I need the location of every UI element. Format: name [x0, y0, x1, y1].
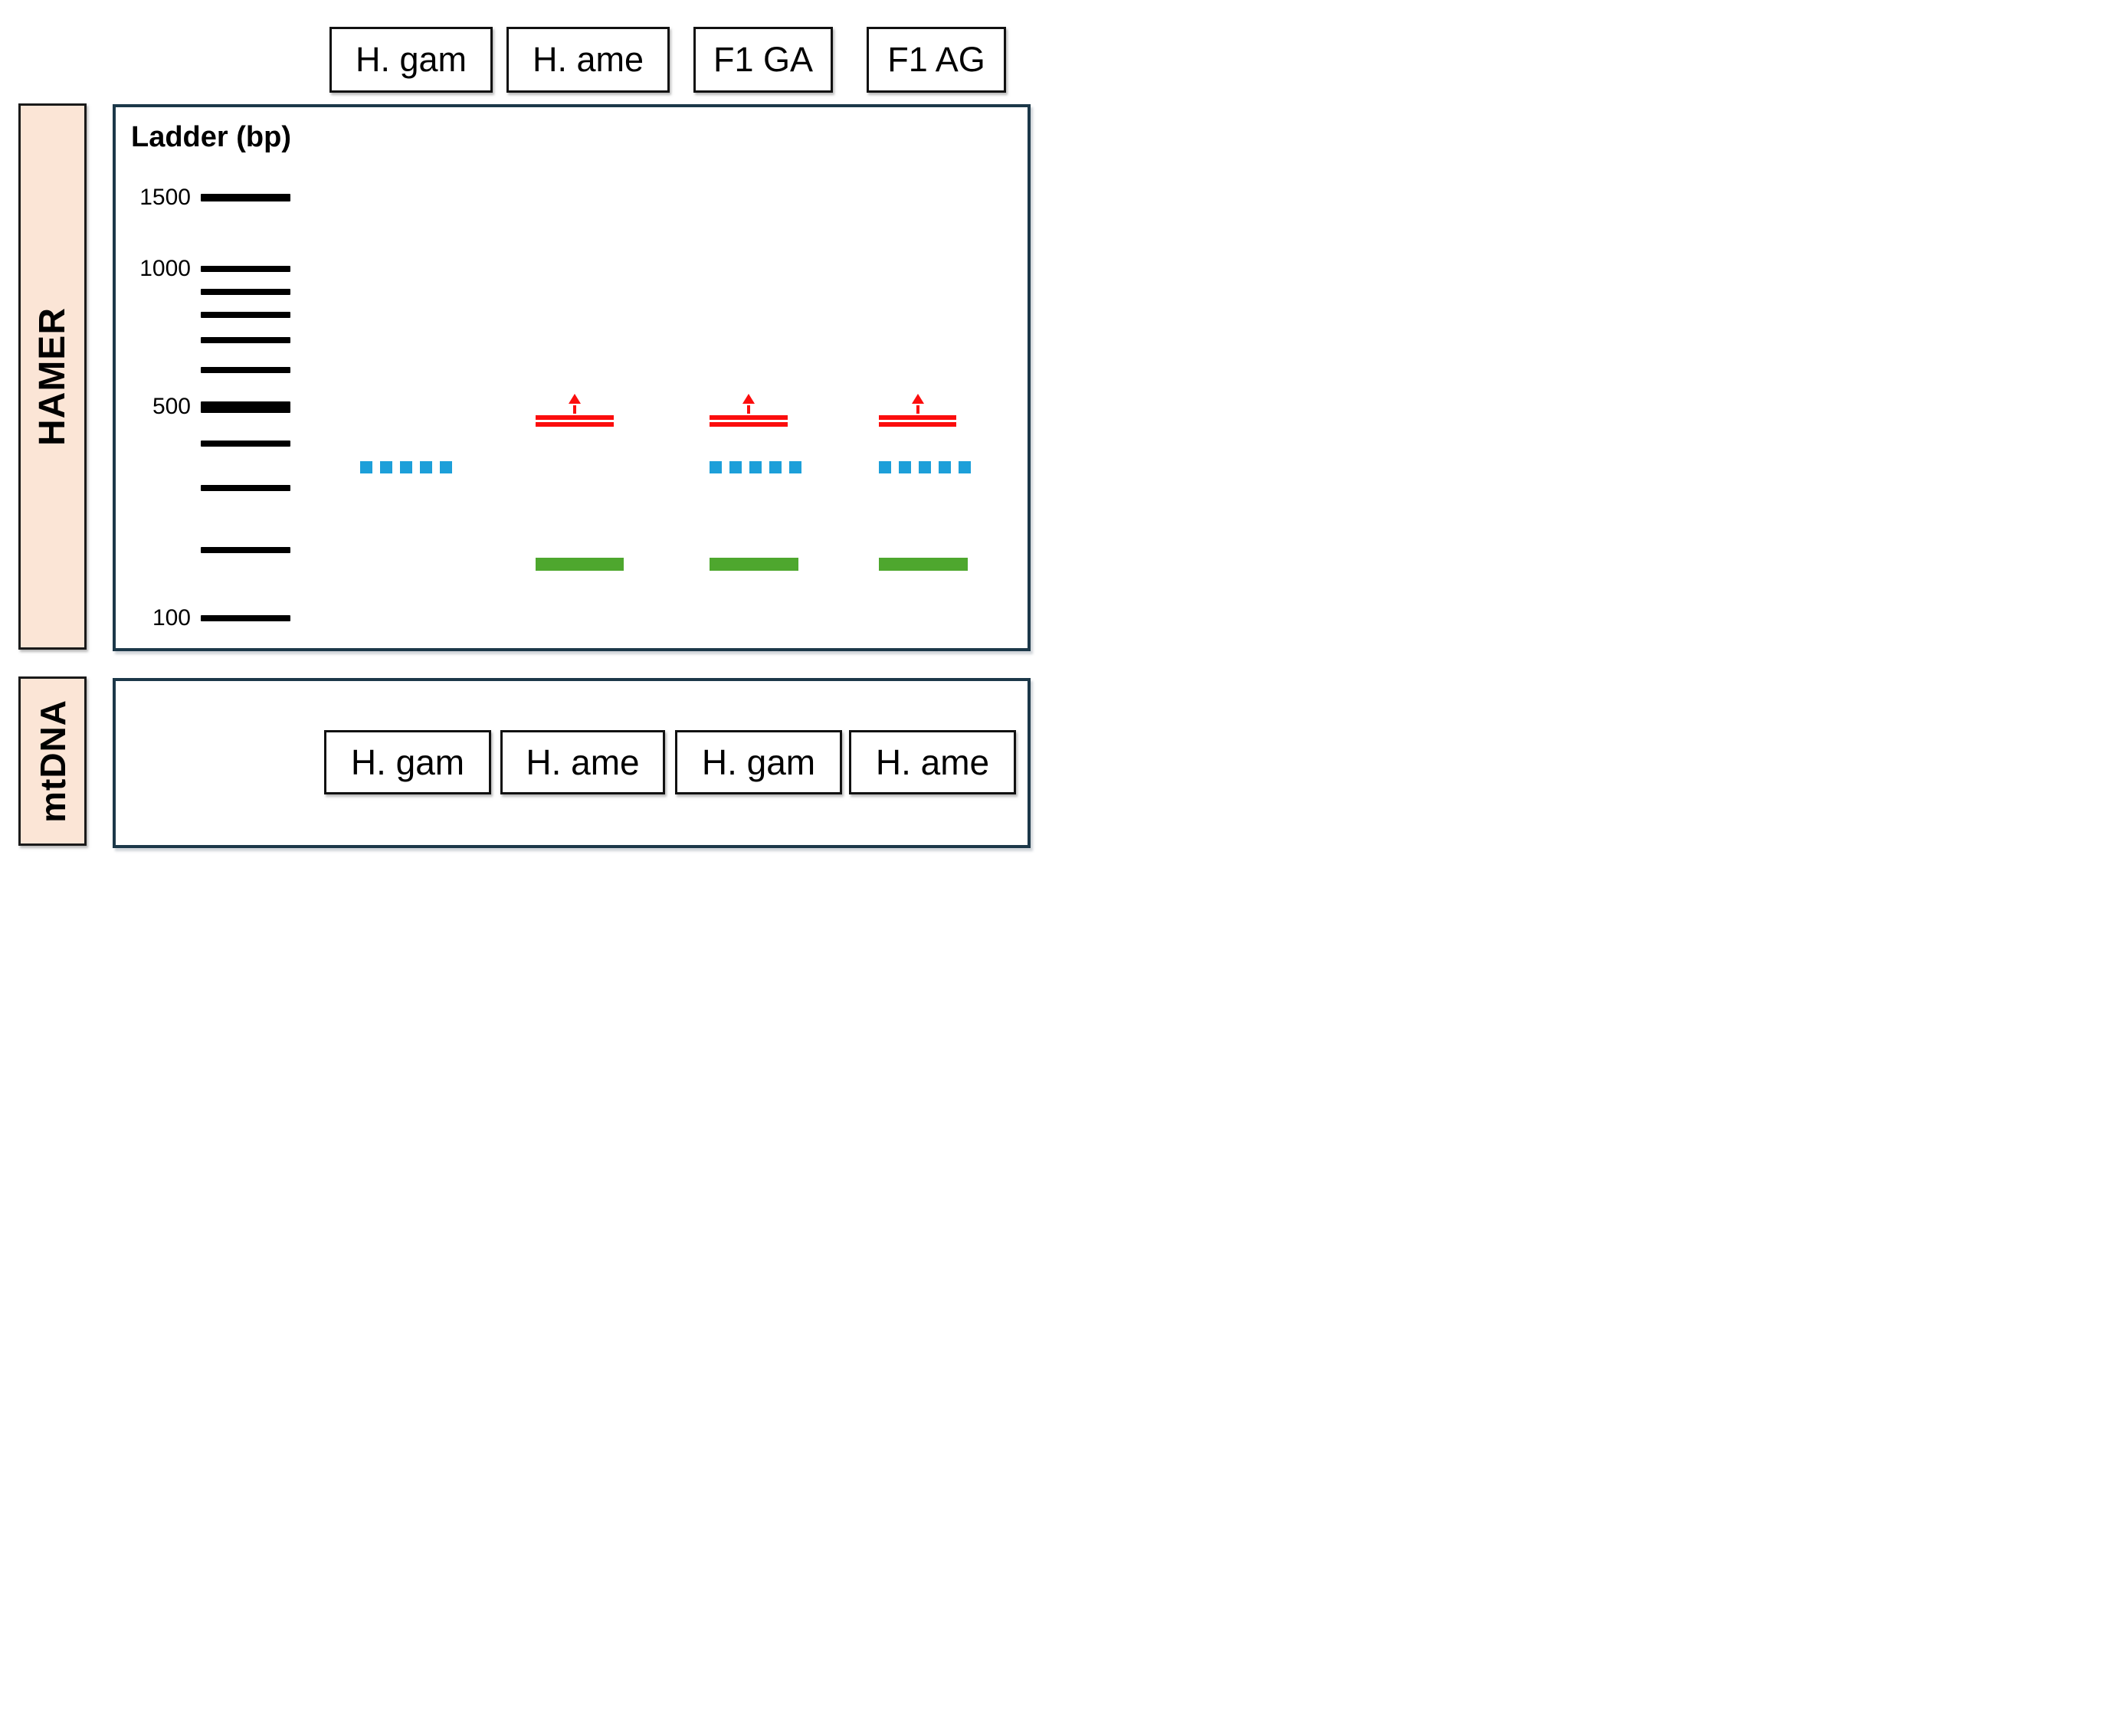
arrow-stem [916, 405, 919, 414]
blue-dash [420, 461, 432, 473]
ladder-size-label: 500 [152, 394, 191, 419]
mtdna-lane-label: H. gam [324, 730, 491, 794]
blue-dash [749, 461, 762, 473]
ladder-size-label: 1000 [139, 256, 191, 281]
red-double-band [536, 394, 614, 427]
ladder-band [201, 367, 290, 373]
blue-dash [879, 461, 891, 473]
blue-dash [380, 461, 392, 473]
blue-dash [400, 461, 412, 473]
arrow-head [742, 394, 755, 404]
red-double-band [879, 394, 956, 427]
top-lane-label: H. ame [506, 27, 670, 93]
mtdna-row-label: mtDNA [18, 676, 87, 846]
red-band-line [536, 415, 614, 420]
red-double-band [710, 394, 788, 427]
ladder-band [201, 337, 290, 343]
mtdna-lane-label: H. ame [849, 730, 1016, 794]
red-band-line [879, 422, 956, 427]
blue-dash [959, 461, 971, 473]
ladder-title: Ladder (bp) [131, 121, 291, 153]
green-solid-band [536, 558, 624, 571]
up-arrow-icon [911, 394, 924, 414]
blue-dash [769, 461, 782, 473]
blue-dash [899, 461, 911, 473]
blue-dash [939, 461, 951, 473]
ladder-band [201, 615, 290, 621]
green-solid-band [710, 558, 798, 571]
mtdna-row-label-text: mtDNA [32, 699, 73, 823]
red-band-line [879, 415, 956, 420]
blue-dash [919, 461, 931, 473]
blue-dash-row [360, 461, 452, 473]
ladder-band [201, 194, 290, 201]
red-band-line [710, 422, 788, 427]
mtdna-lane-label: H. ame [500, 730, 665, 794]
ladder-band [201, 312, 290, 318]
blue-dashed-band [879, 461, 971, 473]
mtdna-lane-label: H. gam [675, 730, 842, 794]
ladder-band [201, 289, 290, 295]
top-lane-label: H. gam [329, 27, 493, 93]
red-band-line [710, 415, 788, 420]
arrow-stem [747, 405, 750, 414]
blue-dash [360, 461, 372, 473]
hamer-panel: Ladder (bp) 1500 1000 500 100 [113, 104, 1031, 651]
up-arrow-icon [569, 394, 581, 414]
green-solid-band [879, 558, 968, 571]
arrow-head [911, 394, 924, 404]
ladder-size-label: 100 [152, 605, 191, 631]
arrow-stem [573, 405, 576, 414]
blue-dash [710, 461, 722, 473]
blue-dash [789, 461, 801, 473]
blue-dashed-band [710, 461, 801, 473]
blue-dash-row [710, 461, 801, 473]
ladder-band [201, 441, 290, 447]
ladder-size-label: 1500 [139, 185, 191, 210]
hamer-row-label-text: HAMER [32, 307, 73, 446]
up-arrow-icon [742, 394, 755, 414]
red-band-line [536, 422, 614, 427]
top-lane-label: F1 AG [867, 27, 1006, 93]
blue-dash [440, 461, 452, 473]
blue-dash [729, 461, 742, 473]
hamer-row-label: HAMER [18, 103, 87, 650]
arrow-head [569, 394, 581, 404]
blue-dashed-band [360, 461, 452, 473]
top-lane-label: F1 GA [693, 27, 833, 93]
ladder-band [201, 547, 290, 553]
blue-dash-row [879, 461, 971, 473]
ladder-band [201, 266, 290, 272]
ladder-band [201, 485, 290, 491]
ladder-band [201, 401, 290, 413]
